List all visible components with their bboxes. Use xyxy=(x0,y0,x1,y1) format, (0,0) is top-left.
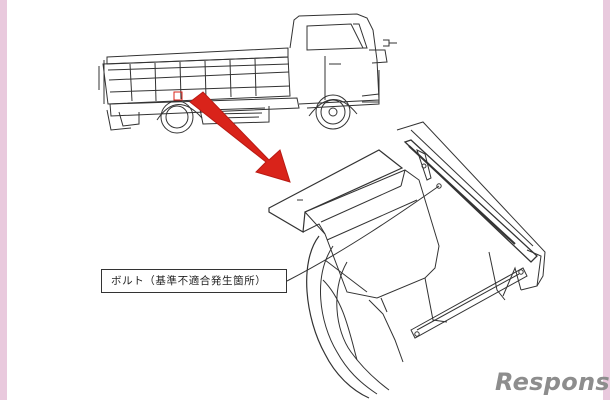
truck-illustration xyxy=(98,13,397,134)
diagram-frame: ボルト（基準不適合発生箇所） Response. xyxy=(7,0,610,400)
detail-illustration xyxy=(268,121,546,399)
pointer-arrow xyxy=(189,91,291,183)
bolt-callout-label: ボルト（基準不適合発生箇所） xyxy=(101,269,287,293)
watermark-logo-text: Response. xyxy=(495,368,610,396)
diagram-canvas xyxy=(98,13,546,399)
watermark-logo: Response. xyxy=(495,368,610,396)
